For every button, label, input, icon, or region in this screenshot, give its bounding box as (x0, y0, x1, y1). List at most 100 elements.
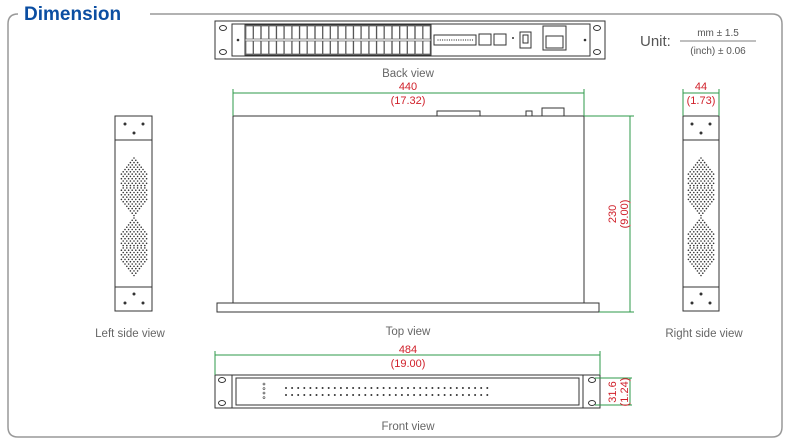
led-indicator (285, 387, 287, 389)
led-indicator (407, 394, 409, 396)
led-indicator (303, 394, 306, 396)
led-indicator (364, 387, 367, 389)
front-width-in: (19.00) (391, 358, 426, 370)
rj45-port-icon (376, 40, 385, 55)
unit-label: Unit: (640, 33, 671, 50)
led-indicator (400, 387, 403, 389)
rj45-port-icon (261, 25, 269, 40)
rj45-port-icon (353, 25, 362, 40)
rj45-port-icon (253, 40, 261, 55)
led-indicator (327, 387, 330, 389)
front-height-mm: 31.6 (607, 381, 619, 402)
rj45-port-icon (284, 40, 292, 55)
rj45-port-icon (245, 25, 254, 40)
led-indicator (443, 394, 446, 396)
led-indicator (474, 387, 477, 389)
led-indicator (333, 394, 336, 396)
rj45-port-icon (345, 25, 354, 40)
led-indicator (291, 394, 294, 396)
depth-mm: 230 (607, 205, 619, 223)
back-view-drawing (214, 20, 606, 60)
rj45-port-icon (307, 40, 315, 55)
front-height-dimension: 31.6 (1.24) (595, 377, 632, 407)
led-indicator (419, 387, 422, 389)
led-indicator (407, 387, 409, 389)
led-indicator (327, 394, 330, 396)
rj45-port-icon (314, 25, 323, 40)
rj45-port-icon (338, 40, 346, 55)
led-indicator (461, 394, 464, 396)
led-indicator (339, 394, 342, 396)
led-indicator (443, 387, 446, 389)
rj45-port-icon (338, 25, 346, 40)
top-width-dimension: 440 (17.32) (232, 81, 585, 116)
rj45-port-icon (307, 25, 315, 40)
rj45-port-icon (399, 25, 408, 40)
rj45-port-icon (415, 25, 423, 40)
rj45-port-icon (415, 40, 423, 55)
rj45-port-icon (299, 25, 308, 40)
rj45-port-icon (399, 40, 408, 55)
led-indicator (468, 394, 470, 396)
front-view-label: Front view (381, 421, 435, 433)
rj45-port-icon (314, 40, 323, 55)
led-indicator (339, 387, 342, 389)
led-indicator (358, 387, 361, 389)
height-in: (1.73) (687, 95, 716, 107)
led-indicator (376, 394, 379, 396)
led-indicator (413, 394, 416, 396)
rj45-port-icon (368, 40, 377, 55)
unit-note: Unit: mm ± 1.5 (inch) ± 0.06 (640, 28, 756, 57)
led-indicator (303, 387, 306, 389)
led-indicator (346, 394, 348, 396)
led-indicator (321, 387, 324, 389)
led-indicator (382, 394, 385, 396)
rj45-port-icon (422, 40, 431, 55)
led-indicator (364, 394, 367, 396)
right-side-view-drawing (682, 115, 720, 312)
led-indicator (370, 387, 373, 389)
section-title: Dimension (24, 4, 121, 25)
rj45-port-icon (361, 25, 369, 40)
top-view-drawing (216, 107, 600, 313)
rj45-port-icon (330, 40, 339, 55)
led-indicator (315, 387, 318, 389)
depth-dimension: 230 (9.00) (584, 115, 634, 313)
rj45-port-icon (361, 40, 369, 55)
top-width-in: (17.32) (391, 95, 426, 107)
led-indicator (388, 387, 391, 389)
led-indicator (333, 387, 336, 389)
led-indicator (431, 387, 434, 389)
rj45-port-icon (368, 25, 377, 40)
led-indicator (297, 387, 300, 389)
led-indicator (352, 387, 355, 389)
led-indicator (461, 387, 464, 389)
rj45-port-icon (422, 25, 431, 40)
rj45-port-icon (268, 40, 277, 55)
led-indicator (431, 394, 434, 396)
rj45-port-icon (276, 40, 285, 55)
led-indicator (437, 387, 440, 389)
led-indicator (291, 387, 294, 389)
front-height-in: (1.24) (619, 378, 631, 407)
rj45-port-icon (284, 25, 292, 40)
frame (7, 13, 783, 438)
led-indicator (321, 394, 324, 396)
led-indicator (449, 394, 452, 396)
led-indicator (376, 387, 379, 389)
rj45-port-icon (407, 40, 416, 55)
rj45-port-icon (322, 40, 331, 55)
right-side-view-label: Right side view (665, 328, 743, 340)
rj45-port-icon (291, 25, 300, 40)
rj45-port-icon (253, 25, 261, 40)
led-indicator (449, 387, 452, 389)
led-indicator (394, 387, 397, 389)
led-indicator (297, 394, 300, 396)
rj45-port-icon (391, 25, 400, 40)
rj45-port-icon (407, 25, 416, 40)
led-indicator (388, 394, 391, 396)
top-width-mm: 440 (399, 81, 417, 93)
led-indicator (480, 387, 483, 389)
led-indicator (419, 394, 422, 396)
